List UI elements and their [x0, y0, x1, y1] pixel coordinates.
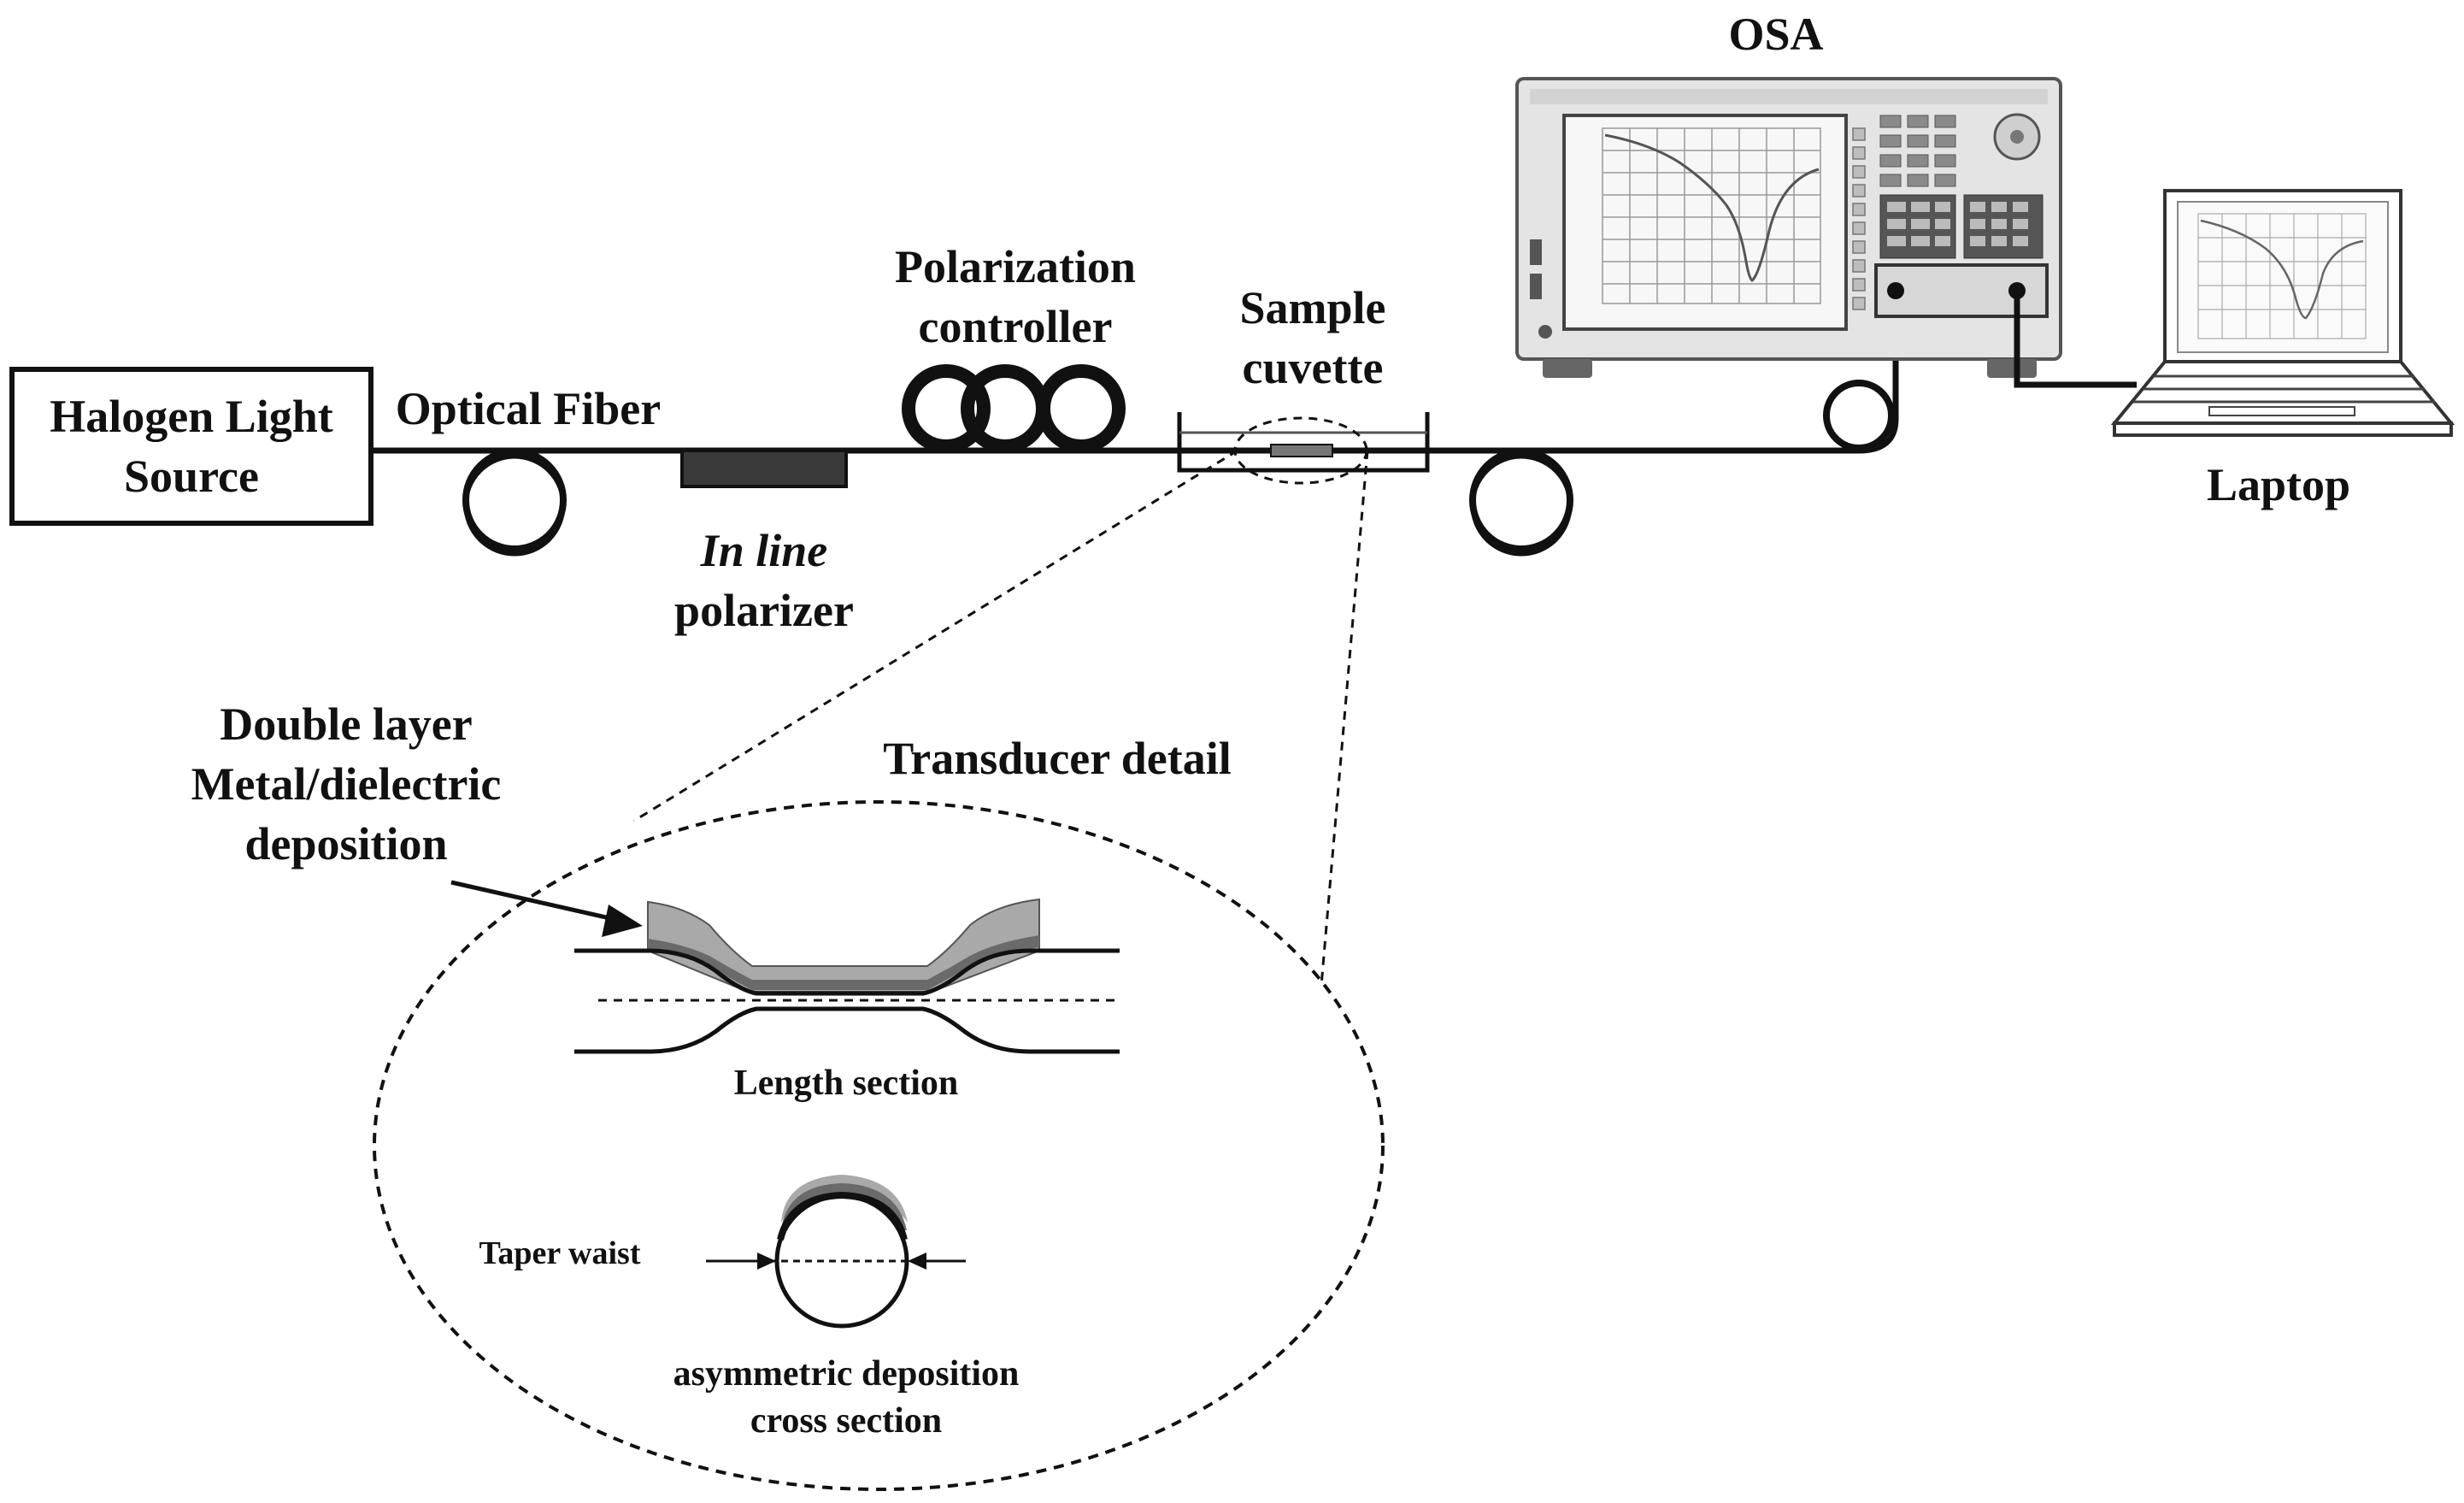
zoom-indicator-lines — [633, 449, 1369, 1145]
taper-waist-label: Taper waist — [479, 1235, 641, 1271]
sample-cuvette — [1177, 412, 1430, 485]
fiber-loop-osa — [1823, 380, 1895, 451]
in-line-polarizer — [680, 449, 848, 488]
osa-screen — [1562, 114, 1848, 331]
laptop-spectrum-trace — [2200, 219, 2364, 320]
polarization-controller — [902, 364, 1126, 453]
fiber-coil-2 — [1469, 448, 1573, 557]
cuvette-label-line2: cuvette — [1243, 342, 1384, 393]
osa-label: OSA — [1728, 9, 1823, 60]
length-section-label: Length section — [734, 1064, 959, 1103]
transducer-detail-label: Transducer detail — [883, 733, 1232, 784]
source-label-line1: Halogen Light — [50, 391, 333, 442]
taper-length-section — [574, 898, 1120, 1054]
deposition-label-line3: deposition — [244, 818, 447, 869]
deposition-arrow — [450, 880, 643, 937]
fiber-coil-1 — [462, 448, 567, 557]
polarizer-label-line2: polarizer — [674, 585, 854, 636]
laptop — [2110, 189, 2455, 437]
taper-cross-section — [706, 1175, 966, 1329]
optical-fiber-label: Optical Fiber — [396, 383, 661, 434]
transducer-detail-region — [373, 800, 1385, 1491]
cross-section-label-line2: cross section — [750, 1401, 942, 1441]
cross-section-label-line1: asymmetric deposition — [673, 1354, 1020, 1394]
polarization-controller-label-line1: Polarization — [895, 241, 1136, 292]
polarization-controller-label-line2: controller — [919, 301, 1113, 352]
deposition-label-line2: Metal/dielectric — [191, 758, 502, 810]
source-label-line2: Source — [124, 451, 259, 502]
coating-dielectric — [647, 898, 1040, 993]
deposition-label-line1: Double layer — [220, 698, 472, 750]
halogen-light-source: Halogen Light Source — [9, 367, 373, 526]
laptop-label: Laptop — [2207, 459, 2350, 510]
coating-metal — [648, 935, 1039, 990]
cuvette-label-line1: Sample — [1239, 282, 1385, 333]
osa-laptop-cable — [2014, 295, 2137, 388]
osa-spectrum-trace — [1604, 133, 1820, 282]
osa-instrument — [1515, 77, 2062, 378]
polarizer-label-line1: In line — [700, 525, 828, 576]
cross-section-coating — [781, 1175, 908, 1223]
